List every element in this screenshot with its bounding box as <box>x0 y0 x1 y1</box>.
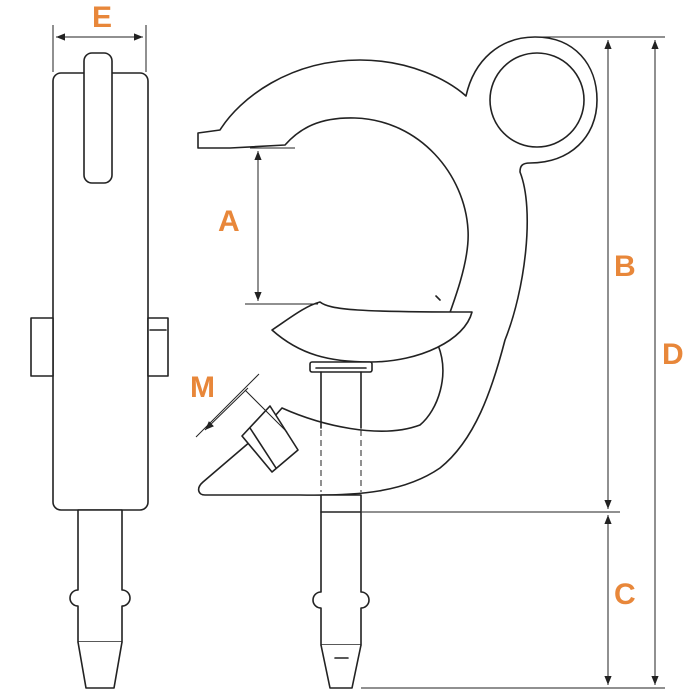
side-stem <box>69 509 131 643</box>
eye-ring-hole <box>489 52 585 148</box>
locking-pin <box>241 405 299 473</box>
side-tip <box>77 641 123 689</box>
label-a: A <box>218 205 240 238</box>
label-b: B <box>614 250 636 283</box>
lower-jaw <box>271 301 473 363</box>
side-view <box>30 25 169 689</box>
label-d: D <box>662 338 684 371</box>
side-knob-right <box>147 317 169 377</box>
bolt-tip <box>320 644 362 689</box>
label-e: E <box>92 1 113 34</box>
label-c: C <box>614 578 636 611</box>
bolt-stem <box>312 494 370 646</box>
label-m: M <box>190 371 215 404</box>
side-lever <box>83 52 113 184</box>
front-view <box>195 36 665 689</box>
side-knob-left <box>30 317 54 377</box>
clamp-body <box>197 36 598 496</box>
bolt-washer <box>309 361 373 373</box>
